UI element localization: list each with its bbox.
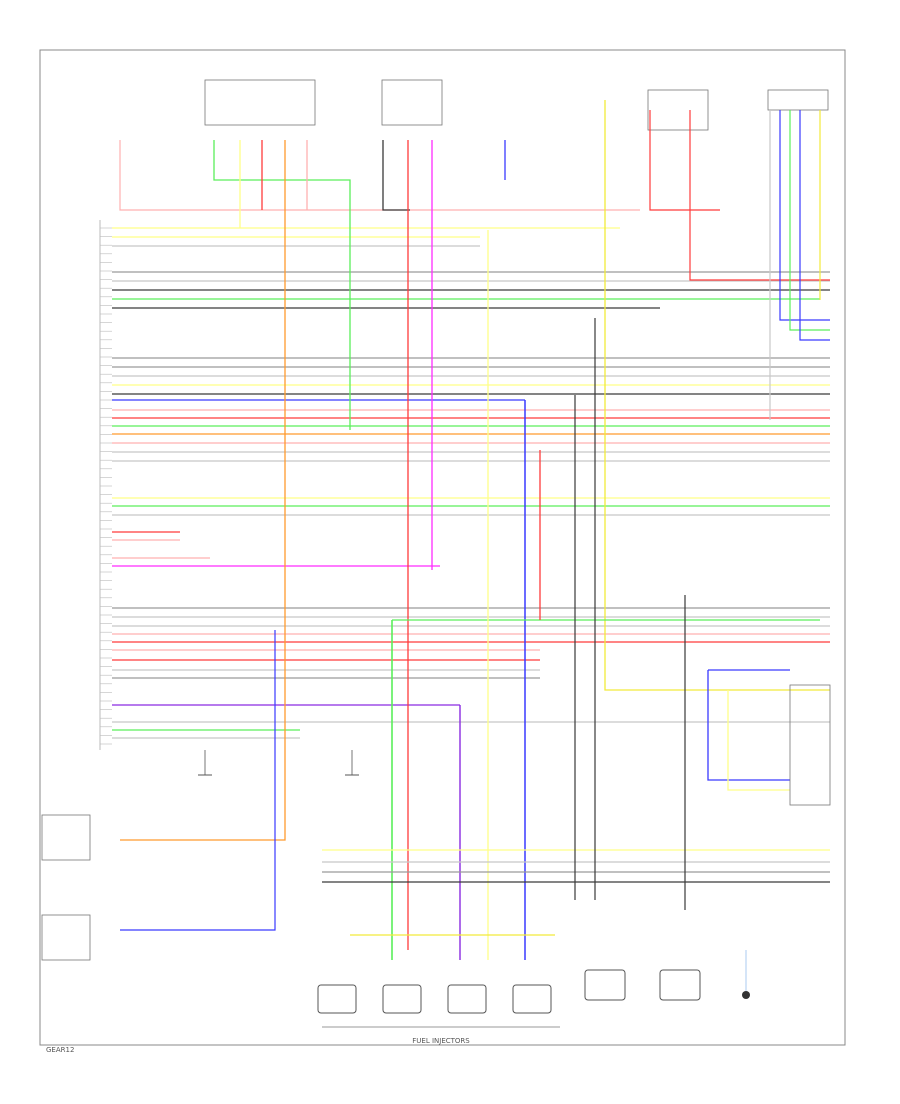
power-wire (119, 140, 640, 211)
fuel-injector-1 (317, 984, 357, 1014)
connector-top-right (767, 89, 829, 111)
wire (789, 110, 830, 331)
relay-box-center (381, 79, 443, 126)
relay-box-right (647, 89, 709, 131)
ground-center (345, 750, 359, 776)
wire (120, 140, 286, 841)
fuel-injector-2 (382, 984, 422, 1014)
sensor-bottom-2 (659, 969, 701, 1001)
wire (213, 140, 351, 430)
bottom-label: FUEL INJECTORS (412, 1037, 470, 1045)
wire-harness (112, 100, 830, 960)
sensor-box-upper (41, 814, 91, 861)
wire (707, 670, 790, 781)
sensor-box-lower (41, 914, 91, 961)
sensor-bottom-1 (584, 969, 626, 1001)
wire (799, 110, 830, 341)
top-components (204, 79, 829, 131)
injector-row (317, 984, 552, 1014)
wire (779, 110, 830, 321)
page-code: GEAR12 (46, 1046, 74, 1054)
knock-sensor-icon (742, 991, 750, 999)
bottom-sensors (584, 950, 750, 1001)
wire (649, 110, 720, 211)
wire (120, 630, 276, 931)
diagram-border (39, 49, 846, 1046)
relay-box-left (204, 79, 316, 126)
wire (689, 110, 830, 281)
wire (382, 140, 410, 211)
wire (727, 690, 790, 791)
fuel-injector-3 (447, 984, 487, 1014)
wire (604, 100, 830, 691)
fuel-injector-4 (512, 984, 552, 1014)
right-module-box (789, 684, 831, 806)
ecm-pin-column (100, 227, 112, 745)
ground-left (198, 750, 212, 776)
